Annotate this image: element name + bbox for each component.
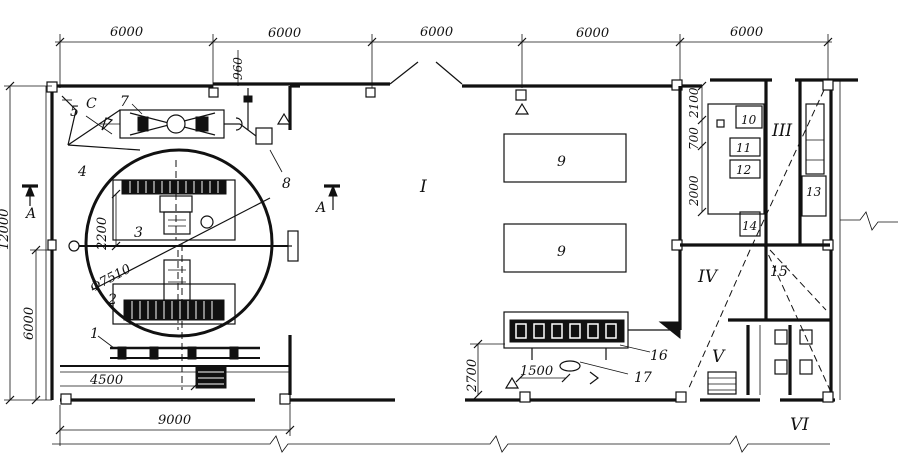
section-marks: A A: [22, 184, 340, 222]
section-a-right: A: [314, 200, 326, 216]
item-9-upper: 9: [557, 154, 566, 170]
dim-4500: 4500: [89, 373, 123, 388]
room-i: I: [419, 177, 427, 197]
room-vi: VI: [790, 415, 809, 435]
item-16: 16: [650, 348, 668, 364]
item-17: 17: [634, 370, 652, 386]
item-labels: 1 2 3 4 5 C 7 8 10 11 12 13 14 15 16 17: [70, 94, 822, 386]
dim-top-2: 6000: [268, 26, 301, 41]
item-7: 7: [120, 94, 129, 110]
dim-2100: 2100: [687, 87, 701, 119]
item-5: 5: [70, 104, 79, 120]
dim-2700: 2700: [465, 359, 480, 393]
item-14: 14: [742, 219, 757, 233]
equipment-top-left: [61, 88, 292, 173]
outer-walls: [45, 61, 898, 402]
internal-walls: [288, 80, 830, 395]
bottom-dimensions: 9000 4500 2700 1500: [52, 339, 830, 453]
item-1: 1: [90, 326, 99, 342]
item-11: 11: [736, 141, 751, 155]
dim-top-3: 6000: [420, 25, 453, 40]
dim-700: 700: [687, 127, 701, 150]
equipment-16-17: [503, 311, 681, 389]
dim-2000: 2000: [687, 175, 701, 207]
equipment-right-rooms: 2100 700 2000 960: [231, 50, 831, 395]
item-3: 3: [134, 225, 143, 241]
dim-9000: 9000: [158, 413, 191, 428]
item-9-lower: 9: [557, 244, 566, 260]
room-iv: IV: [697, 267, 719, 287]
dim-top-1: 6000: [110, 25, 143, 40]
dim-top-5: 6000: [730, 25, 763, 40]
dim-1500: 1500: [520, 364, 553, 379]
item-10: 10: [741, 113, 757, 127]
dim-left-lower: 6000: [22, 307, 37, 340]
tables-9: 9 9: [503, 102, 627, 273]
item-4: 4: [77, 164, 87, 180]
item-15: 15: [770, 264, 788, 280]
item-c: C: [86, 96, 97, 112]
item-13: 13: [806, 185, 822, 199]
dim-2200: 2200: [95, 217, 110, 251]
top-dimension-chain: 6000 6000 6000 6000 6000: [55, 25, 833, 88]
section-a-left: A: [24, 206, 36, 222]
dim-960: 960: [231, 57, 245, 80]
room-labels: I III IV V VI: [419, 121, 809, 435]
room-iii: III: [771, 121, 792, 141]
item-12: 12: [736, 163, 751, 177]
equipment-track: [60, 244, 290, 390]
item-2: 2: [107, 292, 117, 308]
room-v: V: [712, 347, 726, 367]
left-dimension-chain: 12000 6000: [0, 81, 52, 405]
item-8: 8: [282, 176, 291, 192]
round-platform: Φ7510: [68, 148, 299, 338]
dim-top-4: 6000: [576, 26, 609, 41]
dim-diameter: Φ7510: [88, 262, 134, 296]
dim-left-total: 12000: [0, 209, 12, 250]
